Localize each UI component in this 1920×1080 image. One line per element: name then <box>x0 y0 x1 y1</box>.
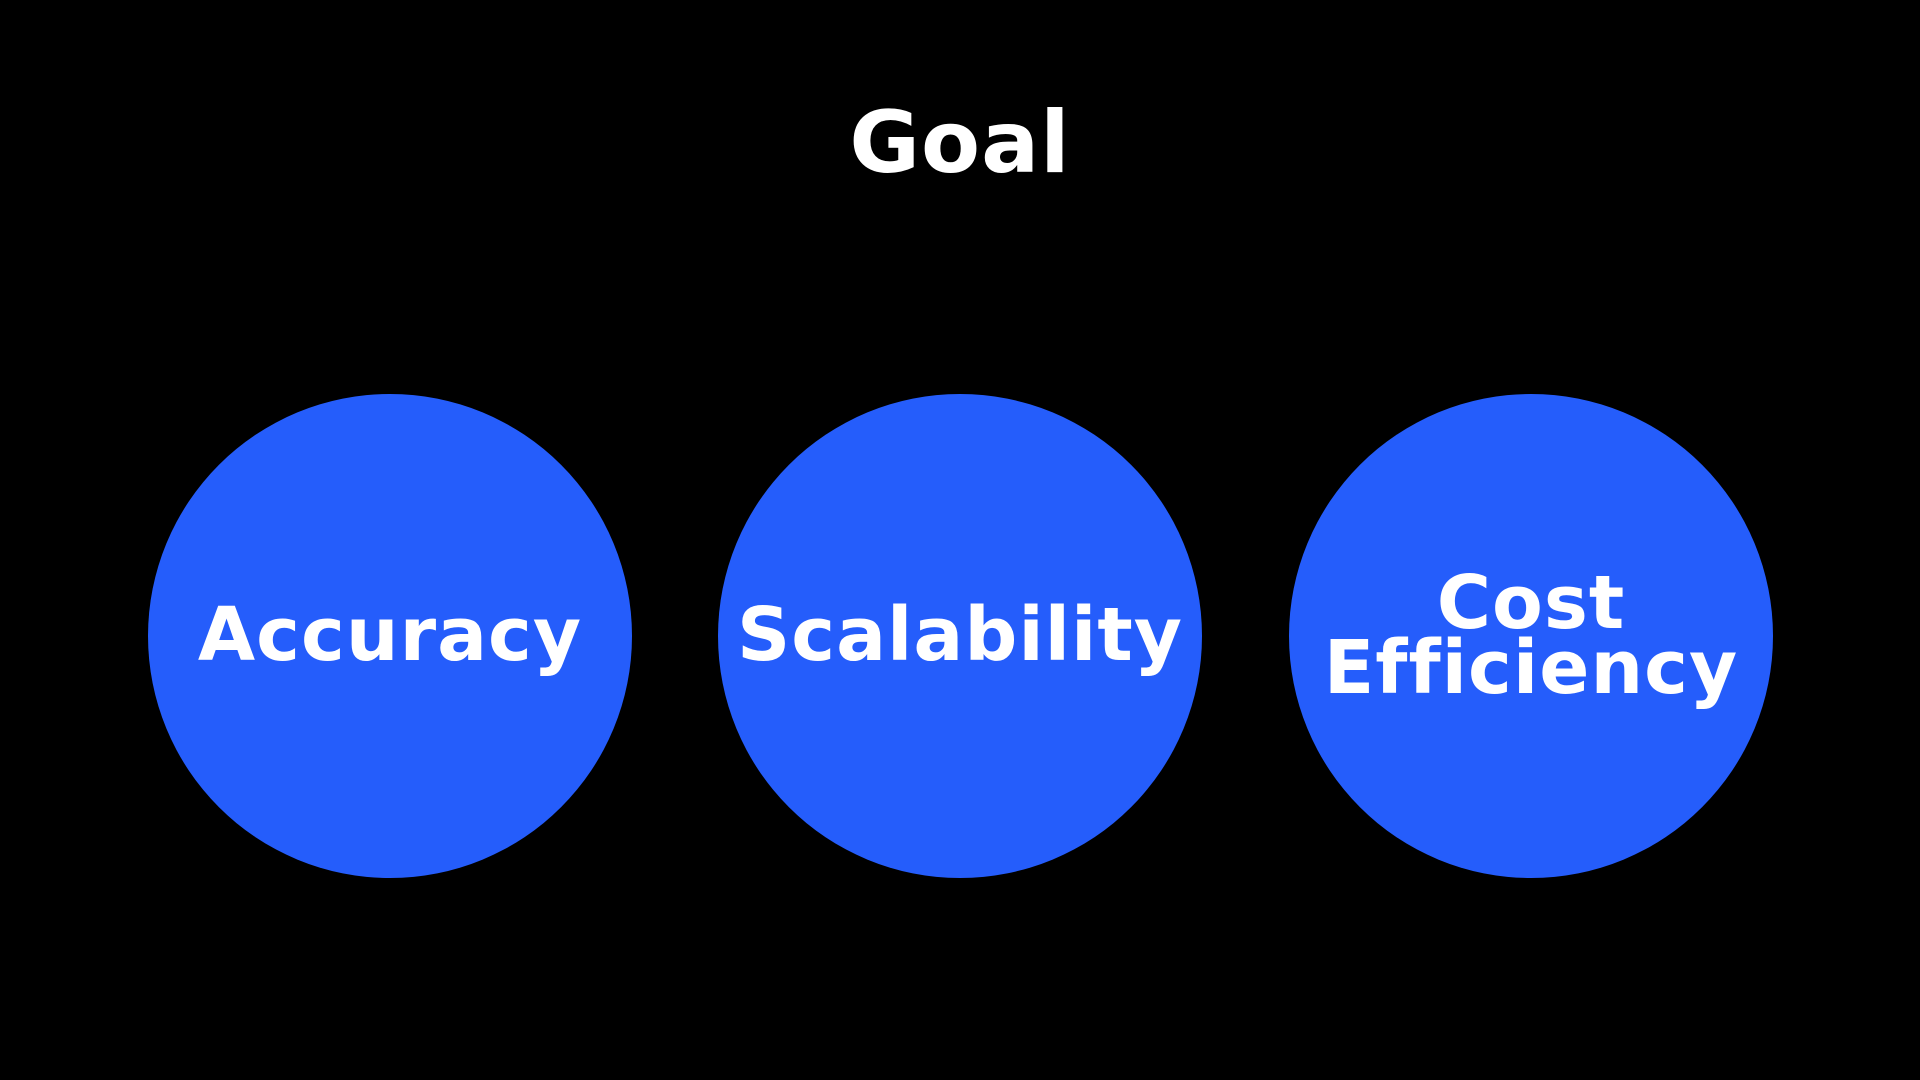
goal-label-cost-efficiency: Cost Efficiency <box>1323 559 1739 711</box>
slide-title: Goal <box>849 93 1071 193</box>
goal-label-scalability: Scalability <box>736 592 1184 679</box>
goal-circle-accuracy: Accuracy <box>148 394 632 878</box>
goal-circle-scalability: Scalability <box>718 394 1202 878</box>
goal-circle-cost-efficiency: Cost Efficiency <box>1289 394 1773 878</box>
goal-label-accuracy: Accuracy <box>197 592 583 679</box>
